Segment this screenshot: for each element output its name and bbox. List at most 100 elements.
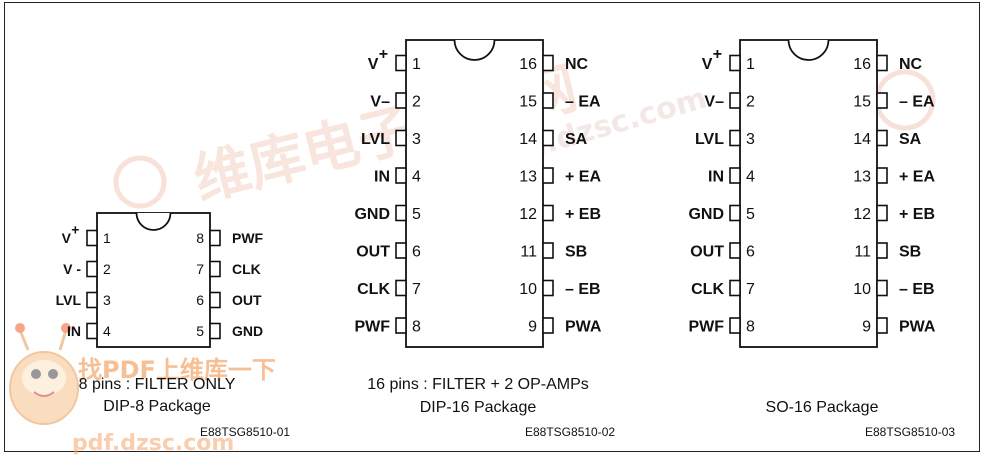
pin-lead [729,129,741,147]
pin-number: 3 [103,292,111,308]
pin-lead [542,129,554,147]
chip-body [96,212,211,348]
pin-label: V [62,230,72,246]
diagram-frame [4,2,980,452]
pin-15: 15– EA [519,92,601,110]
pin-number: 6 [746,243,755,260]
pin-label: PWF [354,318,390,335]
pin-3: 3 LVL [56,291,111,309]
pin1-notch [453,39,496,61]
pin-number: 5 [196,323,204,339]
pin-5: 5 GND [354,204,421,223]
pin-label: + EB [565,206,601,223]
pin-label: V– [370,93,390,110]
pin-label: IN [708,168,724,185]
pin-number: 6 [412,243,421,260]
pin-4: 4IN [67,322,111,340]
pin-label: – EB [899,281,935,298]
pin-label: – EA [899,93,935,110]
pin-number: 2 [746,93,755,110]
watermark-logo-text: 找PDF上维库一下 [78,356,276,384]
pin-number: 2 [103,261,111,277]
pin-number: 1 [746,56,755,73]
package-caption-name: DIP-16 Package [420,399,537,416]
pin-label: GND [354,206,390,223]
pin-number: 5 [412,206,421,223]
pin-label: SB [565,243,587,260]
pin-label: LVL [695,131,724,148]
package-caption-name: DIP-8 Package [103,398,211,415]
pin-lead [876,92,888,109]
pin-number: 4 [412,168,421,185]
pin-label: SB [899,243,921,260]
pin-13: 13 + EA [853,167,935,185]
pin-label: IN [67,323,81,339]
pin-label: OUT [232,292,262,308]
pin-label: + EA [565,168,601,185]
pin-label: + EA [899,168,935,185]
pin-4: 4IN [374,167,421,185]
pin-label: PWF [232,230,264,246]
pin-lead [876,279,888,297]
pin-label: V– [704,93,724,110]
pin-number: 7 [412,281,421,298]
package-caption-line1: 8 pins : FILTER ONLY [79,376,236,393]
pin-label: NC [899,56,923,73]
pin-label-superscript: + [379,46,388,63]
pin-lead [209,229,221,247]
pin-lead [209,260,221,278]
pin-lead [876,204,888,222]
pin-label: SA [899,131,922,148]
mascot-icon [9,323,79,425]
pin-lead [395,129,407,147]
figure-code: E88TSG8510-01 [200,425,290,439]
pin-lead [876,54,888,72]
pin-label: PWA [899,318,936,335]
pin-number: 13 [519,168,537,185]
pin-lead [395,279,407,297]
pin-number: 6 [196,292,204,308]
pin-label: V [702,56,713,73]
pin1-notch [787,39,830,61]
chip-body [405,39,544,348]
pin-lead [729,242,741,259]
pin-number: 8 [196,230,204,246]
pin-number: 1 [103,230,111,246]
pin-number: 13 [853,168,871,185]
figure-code: E88TSG8510-03 [865,425,955,439]
pin-lead [209,322,221,340]
pin-lead [542,279,554,297]
pin-number: 3 [746,131,755,148]
pin-label: LVL [56,292,82,308]
pin-12: 12+ EB [519,204,601,223]
figure-code: E88TSG8510-02 [525,425,615,439]
pin-10: 10– EB [853,279,935,298]
pin-label: CLK [691,281,724,298]
pin-label-superscript: + [71,222,79,238]
pin-lead [876,242,888,259]
pin-lead [86,291,98,309]
pin-number: 9 [862,318,871,335]
pin-15: 15– EA [853,92,935,110]
pin-number: 2 [412,93,421,110]
pin-lead [542,204,554,222]
pin-lead [86,260,98,278]
pin-8: 8 PWF [196,229,264,247]
pin-lead [729,54,741,72]
pin-number: 3 [412,131,421,148]
pin-lead [729,279,741,297]
pin-label: NC [565,56,589,73]
pin-lead [209,291,221,309]
pin-label: GND [232,323,263,339]
pin-3: 3 LVL [695,129,755,148]
pin-lead [395,167,407,184]
pin-number: 15 [519,93,537,110]
pin-lead [729,204,741,222]
pin-number: 10 [519,281,537,298]
